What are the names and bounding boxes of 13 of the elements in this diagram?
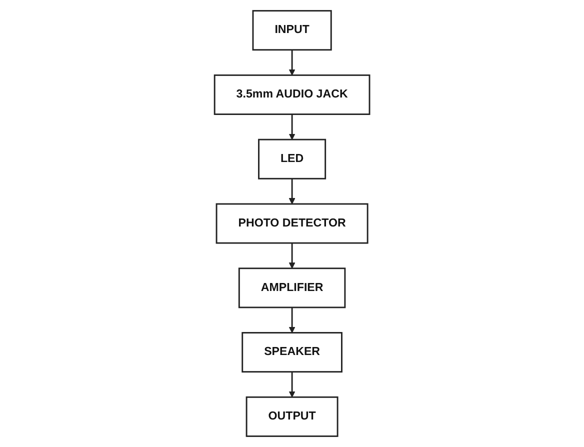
arrow	[288, 178, 296, 204]
arrow	[288, 243, 296, 269]
node-box: SPEAKER	[242, 332, 342, 373]
arrow	[288, 114, 296, 140]
node-box: OUTPUT	[246, 396, 338, 437]
node-box: LED	[258, 138, 326, 180]
arrow	[288, 50, 296, 76]
node-box: AMPLIFIER	[238, 268, 346, 308]
node-box: INPUT	[252, 10, 332, 51]
node-box: PHOTO DETECTOR	[216, 203, 368, 244]
node-box: 3.5mm AUDIO JACK	[214, 74, 370, 115]
arrow	[288, 372, 296, 398]
arrow	[288, 307, 296, 334]
